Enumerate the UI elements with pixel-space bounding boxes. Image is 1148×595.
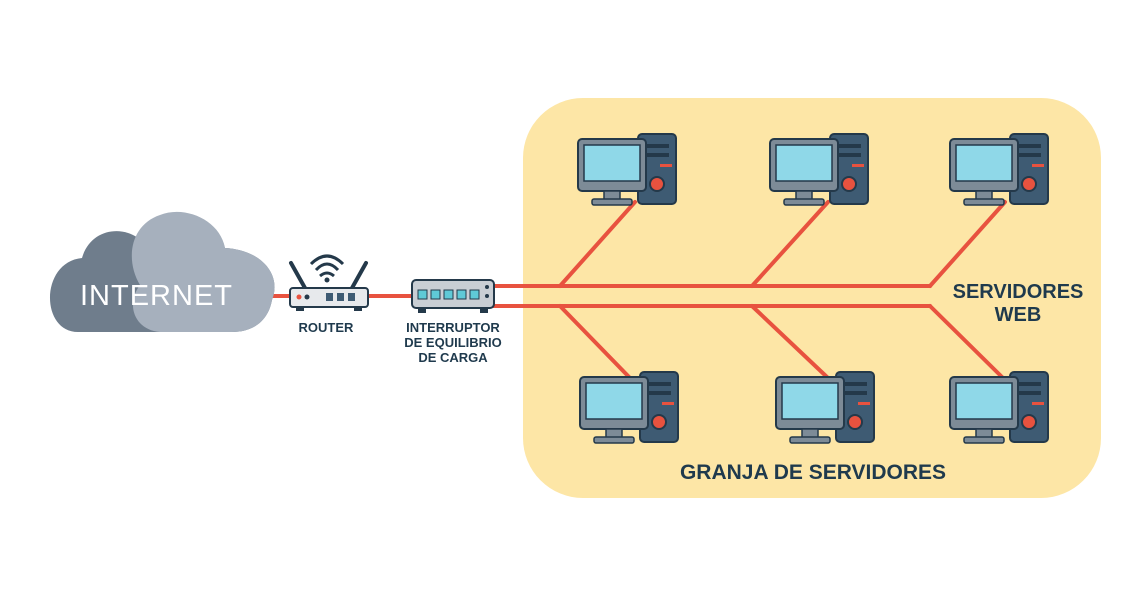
cloud-icon: [49, 211, 275, 332]
load-balancer-label-line1: INTERRUPTOR: [406, 320, 500, 335]
wifi-router-icon: [289, 254, 369, 311]
internet-label: INTERNET: [80, 280, 233, 312]
load-balancer-label-line3: DE CARGA: [418, 349, 488, 365]
router-label: ROUTER: [298, 320, 354, 335]
network-switch-icon: [411, 279, 495, 313]
server-farm-label: GRANJA DE SERVIDORES: [679, 461, 947, 484]
network-cables: [270, 200, 1007, 380]
web-servers-label: SERVIDORES WEB: [930, 281, 1106, 327]
load-balancer-label-line2: DE EQUILIBRIO: [404, 334, 502, 350]
web-servers-label-line1: SERVIDORES: [952, 281, 1084, 303]
web-servers-label-line2: WEB: [994, 304, 1042, 326]
load-balancer-label: INTERRUPTOR DE EQUILIBRIO DE CARGA: [388, 320, 518, 366]
